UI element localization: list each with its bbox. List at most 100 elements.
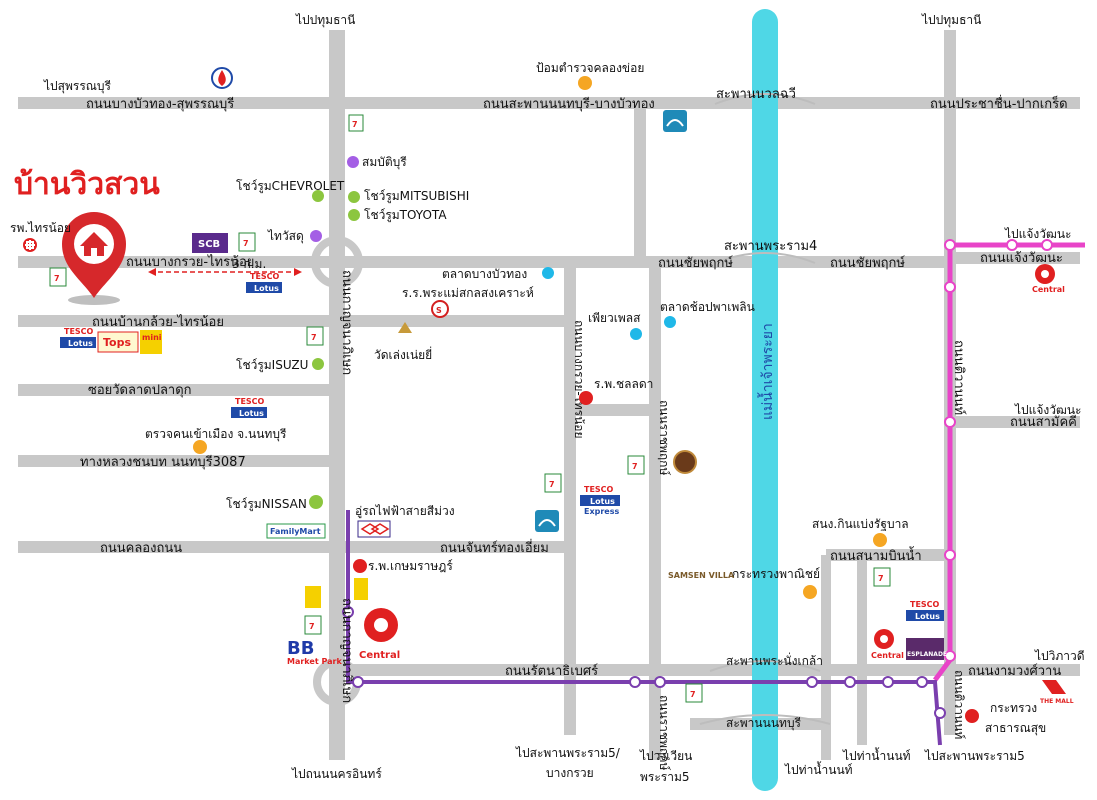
svg-text:TESCO: TESCO: [584, 485, 614, 494]
green-dot-icon: [312, 358, 324, 370]
hospital-icon: [965, 709, 979, 723]
road-label: ถนนบ้านกล้วย-ไทรน้อย: [92, 314, 224, 330]
svg-text:SCB: SCB: [198, 239, 220, 250]
place-label: ป้อมตำรวจคลองข่อย: [536, 61, 644, 75]
road-label: ทางหลวงชนบท นนทบุรี3087: [80, 454, 246, 470]
pink-line-route: [933, 239, 1085, 682]
points-of-interest: ป้อมตำรวจคลองข่อย สมบัติบุรี โชว์รูมCHEV…: [10, 61, 1046, 736]
central-logo: Central: [359, 608, 400, 661]
road-label-vertical: ถนนกาญจนาภิเษก: [339, 598, 354, 703]
home-location-pin: [62, 212, 126, 305]
place-label: ร.พ.ชลลดา: [594, 377, 653, 391]
seven-eleven-logo: 7: [304, 615, 322, 635]
seven-eleven-logo: 7: [306, 326, 324, 346]
bridge-nuanchawee-arc: [714, 93, 816, 105]
purple-station: [934, 707, 946, 719]
purple-station: [342, 606, 354, 618]
pink-station: [944, 281, 956, 293]
pink-line-track: [933, 242, 1085, 682]
road-label: ถนนสะพานนนทบุรี-บางบัวทอง: [483, 96, 655, 112]
roundabout-kanchanaphisek: [311, 236, 363, 288]
mini-big-c-logo: mini: [140, 330, 162, 354]
seven-eleven-logo: 7: [627, 455, 645, 475]
cyan-dot-icon: [630, 328, 642, 340]
pink-station: [944, 650, 956, 662]
svg-text:Lotus: Lotus: [590, 497, 615, 506]
svg-text:7: 7: [632, 462, 638, 471]
road-label-vertical: ถนนราชพฤกษ์: [657, 400, 671, 476]
hospital-icon: [353, 559, 367, 573]
bangchak-station-icon: [535, 510, 559, 532]
svg-text:Market Park: Market Park: [287, 657, 342, 666]
seven-eleven-logo: 7: [238, 232, 256, 252]
esplanade-logo: ESPLANADE: [906, 638, 947, 660]
central-logo: Central: [1032, 264, 1065, 294]
svg-text:Lotus: Lotus: [239, 409, 264, 418]
place-label: ร.พ.เกษมราษฎร์: [368, 559, 453, 573]
destination-label: ไปวงเวียน: [639, 749, 692, 763]
place-label: รพ.ไทรน้อย: [10, 221, 71, 235]
destination-label: ไปปทุมธานี: [921, 13, 981, 28]
place-label: ไทวัสดุ: [267, 229, 304, 244]
purple-station: [916, 676, 928, 688]
svg-text:FamilyMart: FamilyMart: [270, 527, 321, 536]
road-label: ถนนบางกรวย-ไทรน้อย: [126, 254, 254, 270]
road-label: ถนนสนามบินน้ำ: [830, 546, 922, 564]
orange-dot-icon: [873, 533, 887, 547]
road-label: ถนนบางบัวทอง-สุพรรณบุรี: [86, 96, 234, 112]
destination-label: ไปสะพานพระราม5: [924, 749, 1025, 763]
pink-station: [944, 416, 956, 428]
orange-dot-icon: [578, 76, 592, 90]
tops-logo: Tops: [97, 331, 139, 353]
bridges: [699, 93, 831, 725]
place-label: กระทรวงพาณิชย์: [732, 567, 820, 581]
place-label: เพียวเพลส: [588, 311, 641, 325]
road-label: ซอยวัดลาดปลาดุก: [88, 383, 192, 398]
purple-dot-icon: [347, 156, 359, 168]
svg-text:Central: Central: [1032, 285, 1065, 294]
ptt-station-icon: [211, 67, 233, 89]
place-label: ตลาดช้อปพาเพลิน: [660, 300, 755, 314]
svg-text:Tops: Tops: [103, 336, 131, 349]
svg-text:TESCO: TESCO: [235, 397, 265, 406]
svg-text:Lotus: Lotus: [68, 339, 93, 348]
destination-label: ไปแจ้งวัฒนะ: [1004, 227, 1072, 241]
destination-label: ไปปทุมธานี: [295, 13, 355, 28]
school-s-icon: [431, 300, 449, 318]
place-label: โชว์รูมISUZU: [236, 358, 308, 373]
purple-dot-icon: [310, 230, 322, 242]
road-label-vertical: ถนนบางกรวย-ไทรน้อย: [572, 320, 586, 439]
project-title: บ้านวิวสวน: [14, 167, 160, 202]
svg-text:7: 7: [690, 690, 696, 699]
orange-dot-icon: [803, 585, 817, 599]
place-label: ตรวจคนเข้าเมือง จ.นนทบุรี: [145, 427, 287, 442]
svg-text:7: 7: [878, 574, 884, 583]
green-dot-icon: [348, 191, 360, 203]
temple-icon: [398, 322, 412, 333]
road-label: ถนนรัตนาธิเบศร์: [505, 663, 598, 679]
road-label: ถนนชัยพฤกษ์: [658, 255, 733, 271]
purple-station: [629, 676, 641, 688]
svg-text:7: 7: [311, 333, 317, 342]
familymart-logo: FamilyMart: [266, 523, 326, 539]
place-label: กระทรวง: [990, 701, 1037, 715]
destination-label: ไปท่าน้ำนนท์: [784, 761, 853, 777]
pink-station: [944, 239, 956, 251]
the-mall-logo: THE MALL: [1040, 680, 1074, 705]
svg-text:Lotus: Lotus: [254, 284, 279, 293]
place-label: สาธารณสุข: [985, 721, 1046, 736]
seven-eleven-logo: 7: [49, 267, 67, 287]
seven-eleven-logo: 7: [544, 473, 562, 493]
green-dot-icon: [312, 190, 324, 202]
tesco-lotus-logo: TESCO Lotus: [231, 397, 267, 418]
destination-label: บางกรวย: [546, 766, 594, 780]
destination-labels: ไปปทุมธานี ไปปทุมธานี ไปสุพรรณบุรี ไปแจ้…: [43, 13, 1085, 784]
green-dot-icon: [309, 495, 323, 509]
river-label: แม่น้ำเจ้าพระยา: [757, 323, 776, 420]
bridge-label: สะพานพระราม4: [724, 239, 817, 254]
